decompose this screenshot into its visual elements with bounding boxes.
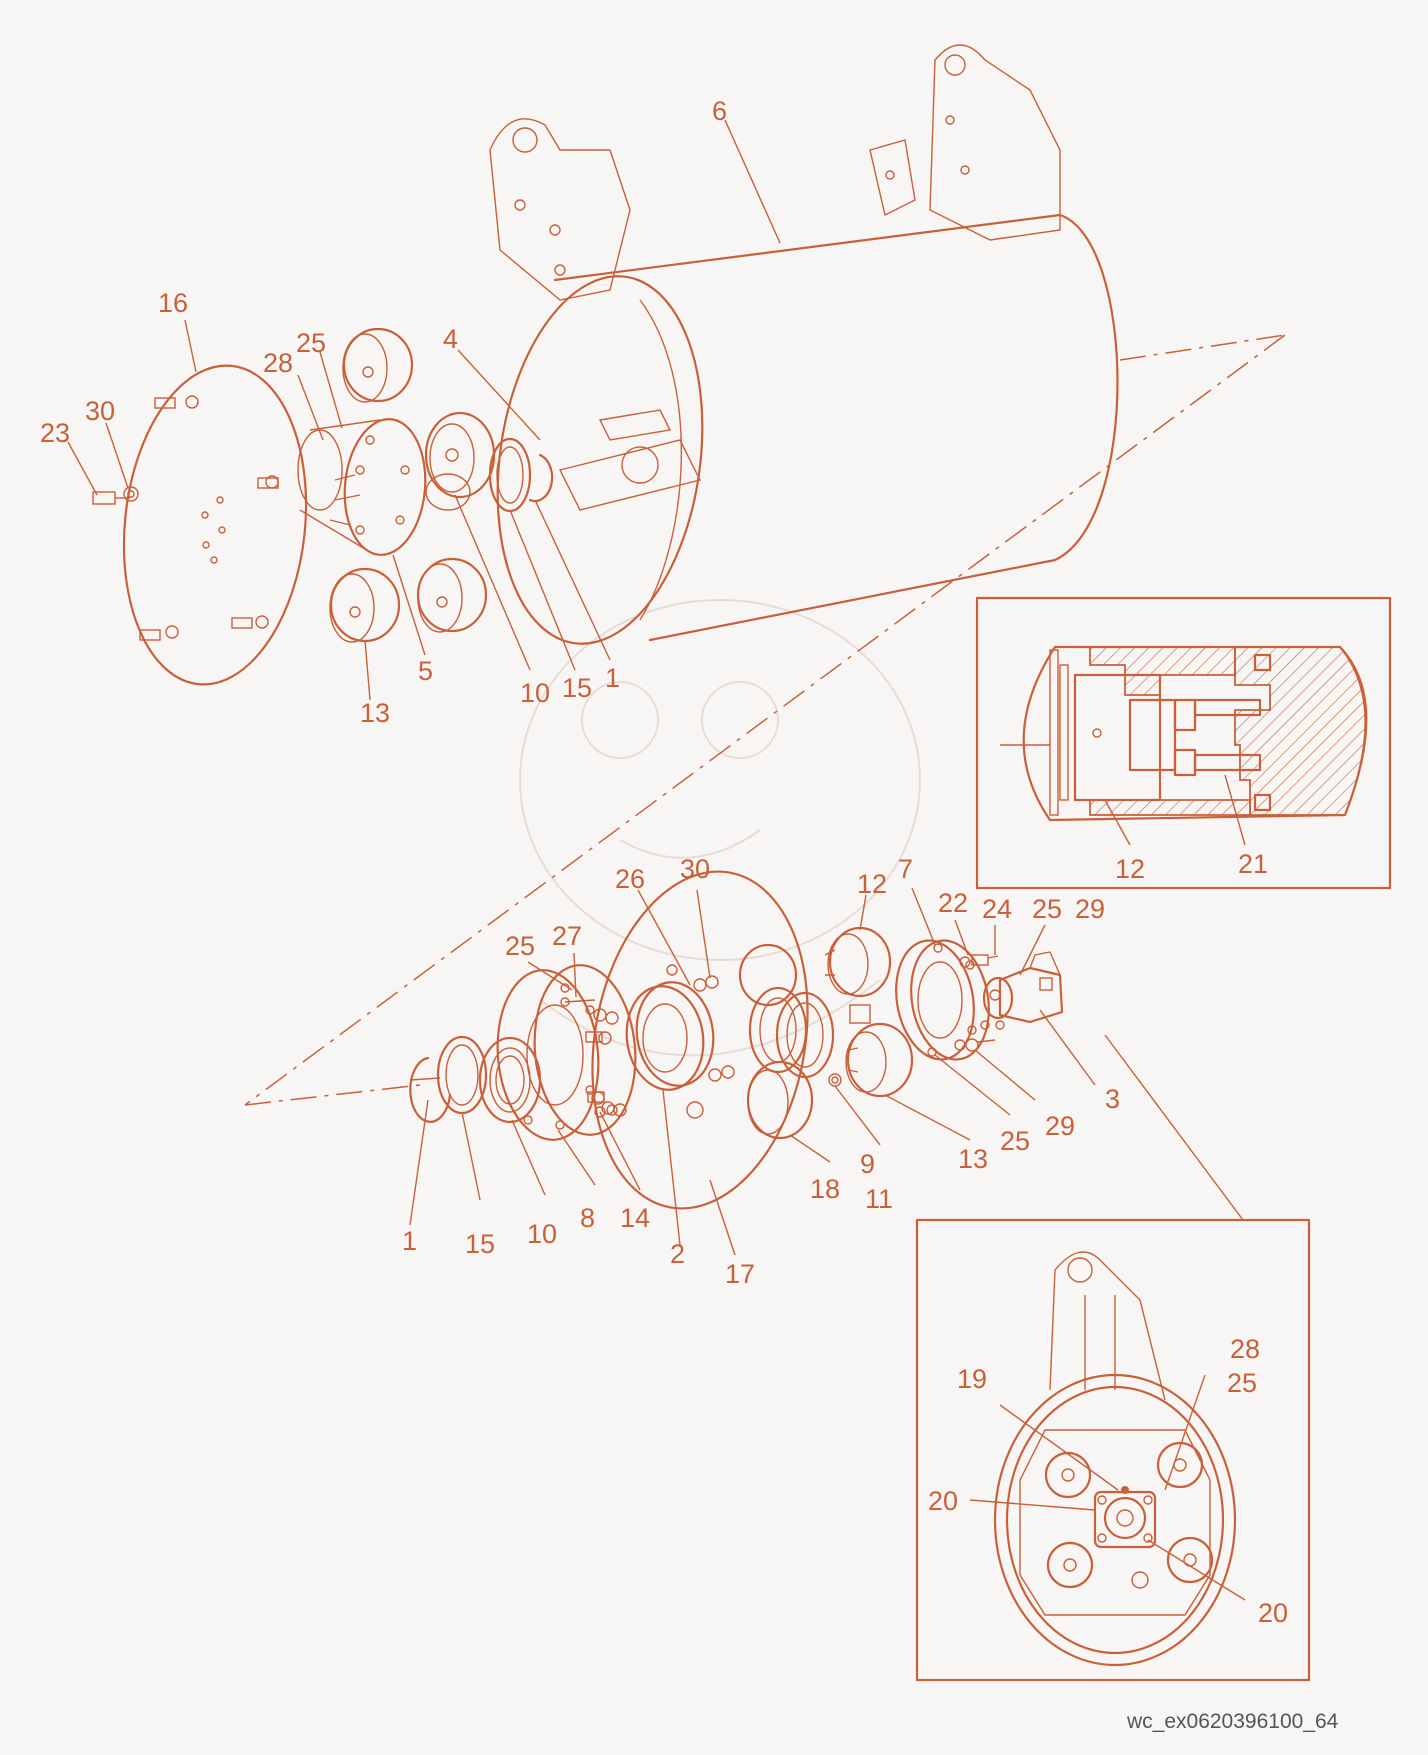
- label-19: 19: [957, 1364, 987, 1394]
- hub-flange: [297, 418, 427, 556]
- bearing-ring: [625, 981, 715, 1091]
- label-25-detail: 25: [1227, 1368, 1257, 1398]
- end-plate-bolts: [139, 395, 279, 641]
- end-plate: [122, 364, 308, 686]
- label-5: 5: [418, 656, 433, 686]
- label-4: 4: [443, 324, 458, 354]
- label-9: 9: [860, 1149, 875, 1179]
- label-11: 11: [865, 1184, 893, 1214]
- drive-assembly-bottom: [409, 870, 1064, 1210]
- label-12: 12: [1115, 854, 1145, 884]
- label-6: 6: [712, 96, 727, 126]
- label-10-lower: 10: [527, 1219, 557, 1249]
- roller-top: [342, 327, 414, 403]
- mounting-bracket-right: [869, 44, 1061, 241]
- end-view-hub: [1093, 1486, 1157, 1589]
- label-18: 18: [810, 1174, 840, 1204]
- seals-mid: [748, 986, 842, 1087]
- detail-view-cross-section: [975, 596, 1392, 890]
- label-13: 13: [360, 698, 390, 728]
- drive-shaft: [558, 409, 702, 511]
- label-29-lower: 29: [1045, 1111, 1075, 1141]
- circlip-bottom: [409, 1056, 452, 1123]
- label-1: 1: [605, 663, 620, 693]
- drum-cylinder: [496, 213, 1286, 645]
- leader-lines: [67, 119, 1096, 1256]
- label-7: 7: [898, 854, 913, 884]
- detail-view-end: [915, 1218, 1311, 1682]
- label-8: 8: [580, 1203, 595, 1233]
- motor-bolts: [954, 954, 999, 1052]
- drum-assembly-top: [92, 44, 1286, 686]
- label-10: 10: [520, 678, 550, 708]
- label-23: 23: [40, 418, 70, 448]
- label-15-lower: 15: [465, 1229, 495, 1259]
- label-20-right: 20: [1258, 1598, 1288, 1628]
- bearing-bottom: [436, 1035, 488, 1115]
- bolt-and-washer: [92, 486, 139, 505]
- label-14: 14: [620, 1203, 650, 1233]
- label-16: 16: [158, 288, 188, 318]
- bearing-top: [488, 437, 532, 513]
- label-25: 25: [296, 328, 326, 358]
- watermark-figure: [519, 599, 921, 1057]
- label-25-motor: 25: [1032, 894, 1062, 924]
- label-25-housing: 25: [505, 931, 535, 961]
- drawing-code: wc_ex0620396100_64: [1126, 1710, 1339, 1733]
- drive-flange-plate: [591, 870, 809, 1210]
- label-29-upper: 29: [1075, 894, 1105, 924]
- roller-bottom-right: [416, 557, 488, 633]
- label-27: 27: [552, 921, 582, 951]
- roller-lower: [746, 1060, 814, 1140]
- label-30: 30: [85, 396, 115, 426]
- roller-13: [845, 1004, 914, 1098]
- roller-12: [824, 926, 892, 998]
- label-30-lower: 30: [680, 854, 710, 884]
- label-28-detail: 28: [1230, 1334, 1260, 1364]
- projection-lines: [244, 334, 1286, 1221]
- label-26: 26: [615, 864, 645, 894]
- seal-top: [424, 411, 496, 511]
- label-17: 17: [725, 1259, 755, 1289]
- motor-flange: [895, 939, 990, 1061]
- label-15: 15: [562, 673, 592, 703]
- end-view-rollers: [1044, 1441, 1214, 1589]
- label-2: 2: [670, 1239, 685, 1269]
- label-25-lower: 25: [1000, 1126, 1030, 1156]
- label-3: 3: [1105, 1084, 1120, 1114]
- label-21: 21: [1238, 849, 1268, 879]
- circlip-top: [528, 453, 554, 503]
- label-22: 22: [938, 888, 968, 918]
- label-28: 28: [263, 348, 293, 378]
- part-labels: 6 16 25 28 4 30 23 5 13 10 15 1 12 21 26…: [40, 96, 1288, 1628]
- label-1-lower: 1: [402, 1226, 417, 1256]
- label-24: 24: [982, 894, 1012, 924]
- mounting-bracket-left: [489, 118, 631, 301]
- roller-bottom-left: [329, 567, 401, 643]
- roller-upper-mid: [738, 943, 798, 1007]
- label-20-left: 20: [928, 1486, 958, 1516]
- label-13-lower: 13: [958, 1144, 988, 1174]
- label-12-lower: 12: [857, 869, 887, 899]
- hydraulic-motor: [980, 951, 1064, 1030]
